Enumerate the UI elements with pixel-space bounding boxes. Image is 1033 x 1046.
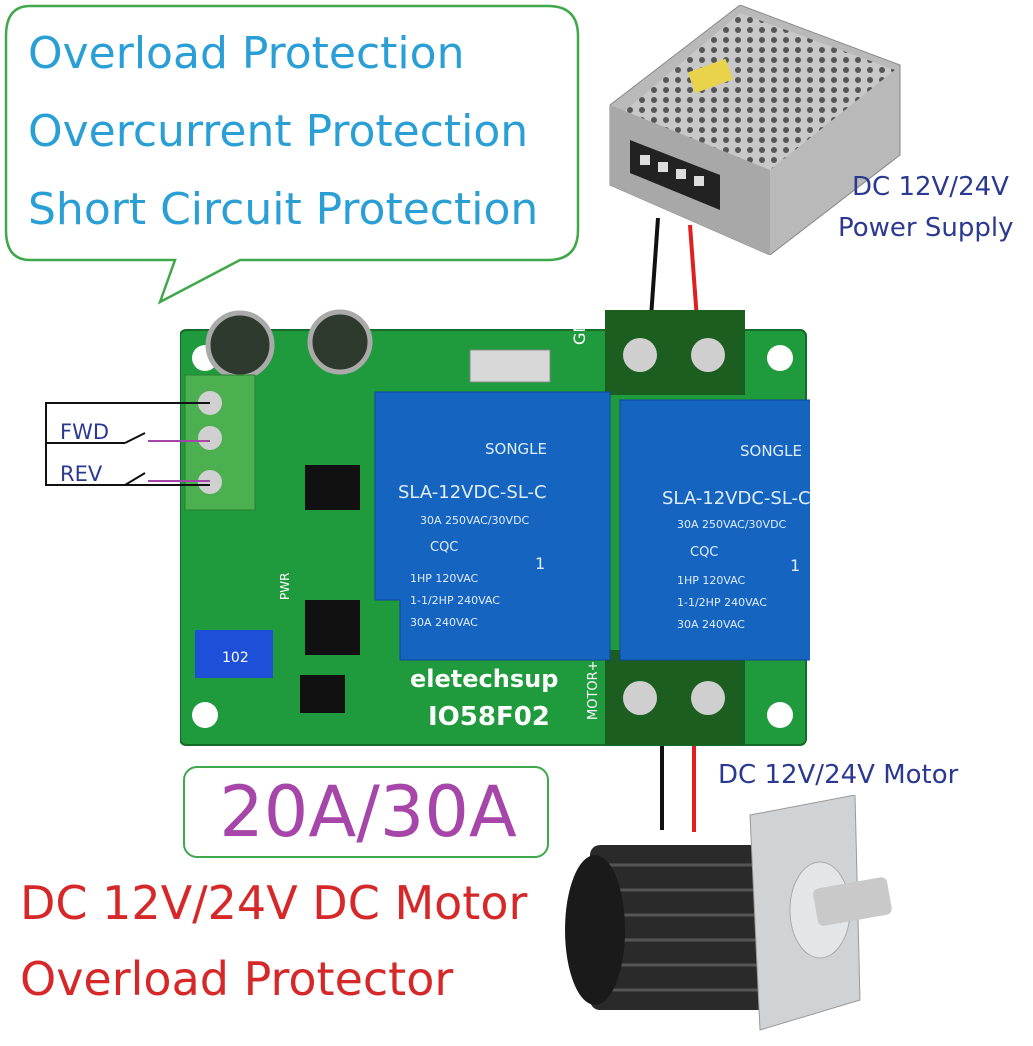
relay2-brand: SONGLE xyxy=(740,442,803,460)
board-model: IO58F02 xyxy=(428,702,550,732)
product-title-line1: DC 12V/24V DC Motor xyxy=(20,876,528,930)
fwd-label: FWD xyxy=(60,420,110,444)
rating-box xyxy=(183,766,549,858)
switch-wiring xyxy=(45,402,210,486)
callout-line-short-circuit: Short Circuit Protection xyxy=(28,184,539,235)
relay2-spec2: 1HP 120VAC xyxy=(677,574,746,587)
relay2-spec1: 30A 250VAC/30VDC xyxy=(677,518,787,531)
pot-label: 102 xyxy=(222,650,249,666)
board-brand: eletechsup xyxy=(410,665,559,693)
terminal-motor-label: MOTOR+ xyxy=(586,660,601,720)
relay1-spec2: 1HP 120VAC xyxy=(410,572,479,585)
power-supply-label-line1: DC 12V/24V xyxy=(852,172,1009,202)
callout-line-overload: Overload Protection xyxy=(28,28,465,79)
motor-label: DC 12V/24V Motor xyxy=(718,760,959,790)
relay1-spec1: 30A 250VAC/30VDC xyxy=(420,514,530,527)
rating-value: 20A/30A xyxy=(219,771,517,853)
relay1-pole: 1 xyxy=(535,554,546,573)
terminal-gnd-label: GND xyxy=(570,308,589,345)
relay2-model: SLA-12VDC-SL-C xyxy=(662,488,811,509)
power-supply-label-line2: Power Supply xyxy=(838,213,1014,243)
relay1-spec3: 1-1/2HP 240VAC xyxy=(410,594,500,607)
pwr-label: PWR xyxy=(278,572,292,600)
pcb-board xyxy=(180,309,810,746)
product-title-line2: Overload Protector xyxy=(20,952,454,1006)
power-supply-image xyxy=(609,5,901,255)
motor-image xyxy=(565,795,892,1031)
relay1-spec4: 30A 240VAC xyxy=(410,616,478,629)
relay1-brand: SONGLE xyxy=(485,440,548,458)
relay1-model: SLA-12VDC-SL-C xyxy=(398,482,547,503)
callout-line-overcurrent: Overcurrent Protection xyxy=(28,106,529,157)
rev-label: REV xyxy=(60,462,103,486)
relay2-spec3: 1-1/2HP 240VAC xyxy=(677,596,767,609)
relay2-spec4: 30A 240VAC xyxy=(677,618,745,631)
relay2-cert: CQC xyxy=(690,545,719,560)
callout-bubble xyxy=(4,4,580,305)
relay1-cert: CQC xyxy=(430,540,459,555)
relay2-pole: 1 xyxy=(790,556,801,575)
